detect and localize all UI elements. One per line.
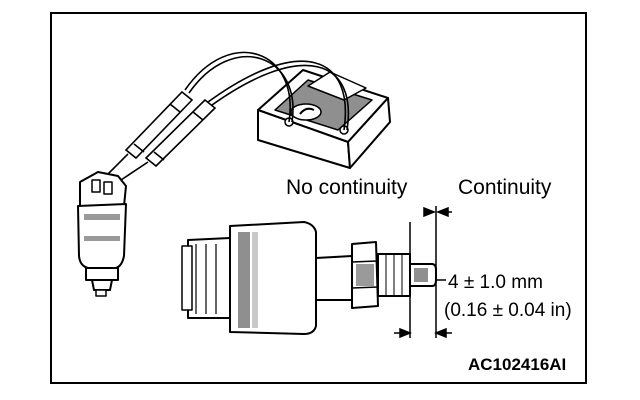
test-leads: [184, 51, 350, 131]
circuit-tester-icon: [257, 69, 391, 169]
dimension-mm-label: 4 ± 1.0 mm: [448, 272, 543, 293]
dimension-in-label: (0.16 ± 0.04 in): [444, 300, 572, 321]
continuity-label: Continuity: [458, 176, 552, 199]
figure-id-label: AC102416AI: [468, 355, 567, 374]
stoplight-switch-icon: [77, 171, 127, 297]
dimension-lines: [394, 206, 452, 339]
switch-detail: [181, 221, 437, 335]
test-probe-icon: [105, 90, 217, 183]
no-continuity-label: No continuity: [286, 176, 408, 199]
